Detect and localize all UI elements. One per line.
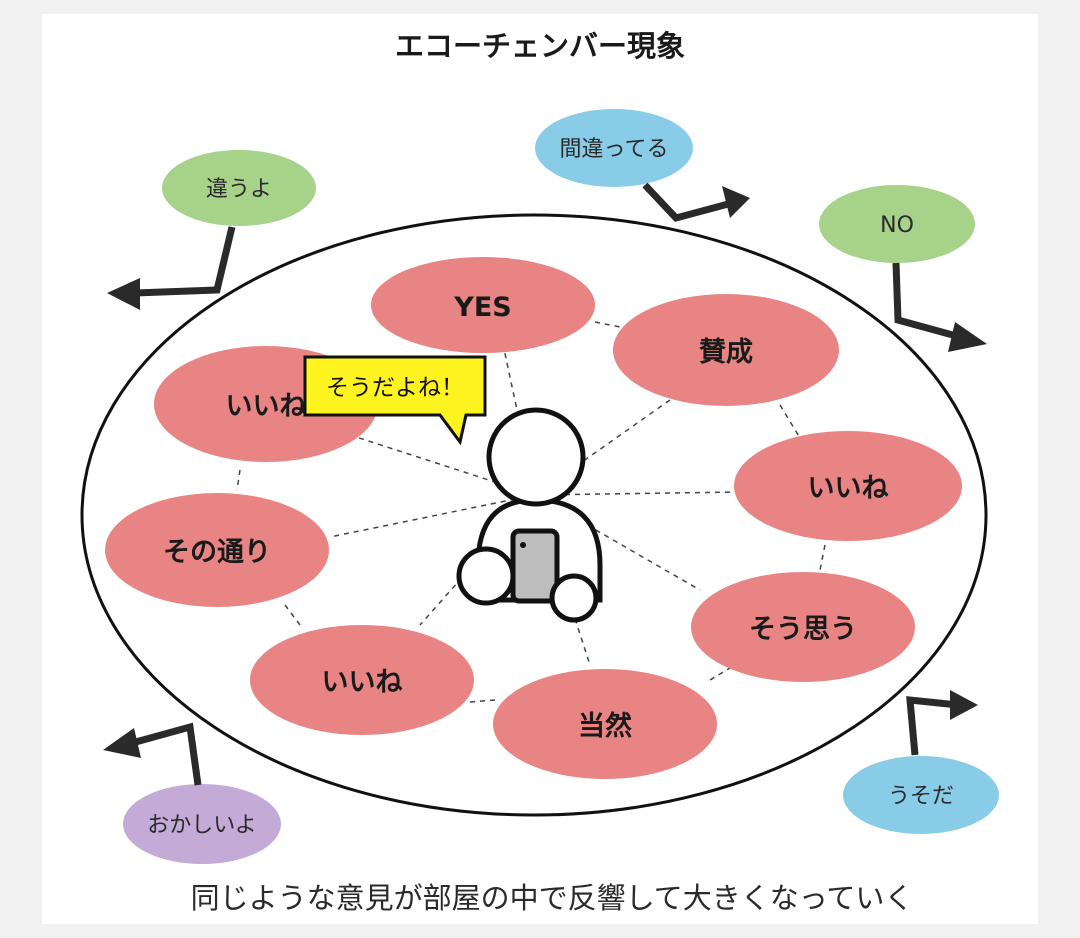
outer-node-usoda <box>843 756 999 834</box>
connection-line <box>469 699 496 703</box>
outer-label-okashiiyo: おかしいよ <box>147 813 257 838</box>
node-label-iine-left: いいね <box>226 391 307 422</box>
speech-bubble-shape <box>303 355 487 446</box>
smartphone-icon <box>510 528 560 604</box>
node-sansei <box>613 294 839 406</box>
person-left-hand <box>456 546 516 606</box>
node-touzen <box>493 669 717 779</box>
outer-node-machigatteru <box>535 109 693 187</box>
outer-label-chigauyo: 違うよ <box>206 177 272 202</box>
person-icon <box>456 407 603 623</box>
connection-line <box>284 604 301 626</box>
bounce-arrow-no <box>892 262 961 341</box>
outer-label-machigatteru: 間違ってる <box>560 137 669 162</box>
node-label-sonotoori: その通り <box>163 537 271 568</box>
node-label-sansei: 賛成 <box>699 337 753 368</box>
node-iine-right <box>734 431 962 541</box>
connection-line <box>534 491 741 496</box>
connection-line <box>534 399 671 496</box>
connection-line <box>819 544 826 571</box>
speech-bubble: そうだよね！ <box>303 355 487 446</box>
node-label-iine-bottom: いいね <box>322 667 403 698</box>
node-label-iine-right: いいね <box>808 473 889 504</box>
node-sonotoori <box>105 493 329 607</box>
connection-line <box>329 494 536 538</box>
speech-bubble-text: そうだよね！ <box>326 375 464 401</box>
outer-node-okashiiyo <box>123 784 281 864</box>
node-souomou <box>691 572 915 682</box>
arrow-head-icon <box>722 186 750 218</box>
node-yes <box>371 257 595 353</box>
outer-node-no <box>819 185 975 263</box>
outer-label-usoda: うそだ <box>888 784 954 809</box>
outer-label-no: NO <box>880 213 914 238</box>
bounce-arrow-usoda <box>906 696 959 756</box>
diagram-title: エコーチェンバー現象 <box>395 29 685 63</box>
connection-line <box>419 494 536 626</box>
arrow-head-icon <box>948 322 987 352</box>
bounce-arrow-okashiiyo <box>131 722 202 786</box>
inner-nodes <box>105 257 962 779</box>
bounce-arrow-machigatteru <box>642 182 733 222</box>
outer-node-chigauyo <box>162 150 316 226</box>
arrow-head-icon <box>950 690 978 720</box>
node-label-souomou: そう思う <box>749 614 857 645</box>
node-label-yes: YES <box>453 292 511 323</box>
person-head <box>486 407 586 507</box>
node-iine-bottom <box>250 625 474 735</box>
phone-camera-icon <box>520 542 526 548</box>
arrow-head-icon <box>103 728 141 758</box>
arrow-heads <box>103 186 987 758</box>
connection-line <box>236 469 241 491</box>
outer-nodes <box>123 109 999 864</box>
bounce-arrows <box>131 182 961 786</box>
bounce-arrow-chigauyo <box>134 226 236 297</box>
node-label-touzen: 当然 <box>578 710 632 742</box>
person-right-hand <box>549 573 599 623</box>
connection-line <box>779 404 801 439</box>
diagram-caption: 同じような意見が部屋の中で反響して大きくなっていく <box>191 881 914 915</box>
arrow-head-icon <box>107 278 140 310</box>
